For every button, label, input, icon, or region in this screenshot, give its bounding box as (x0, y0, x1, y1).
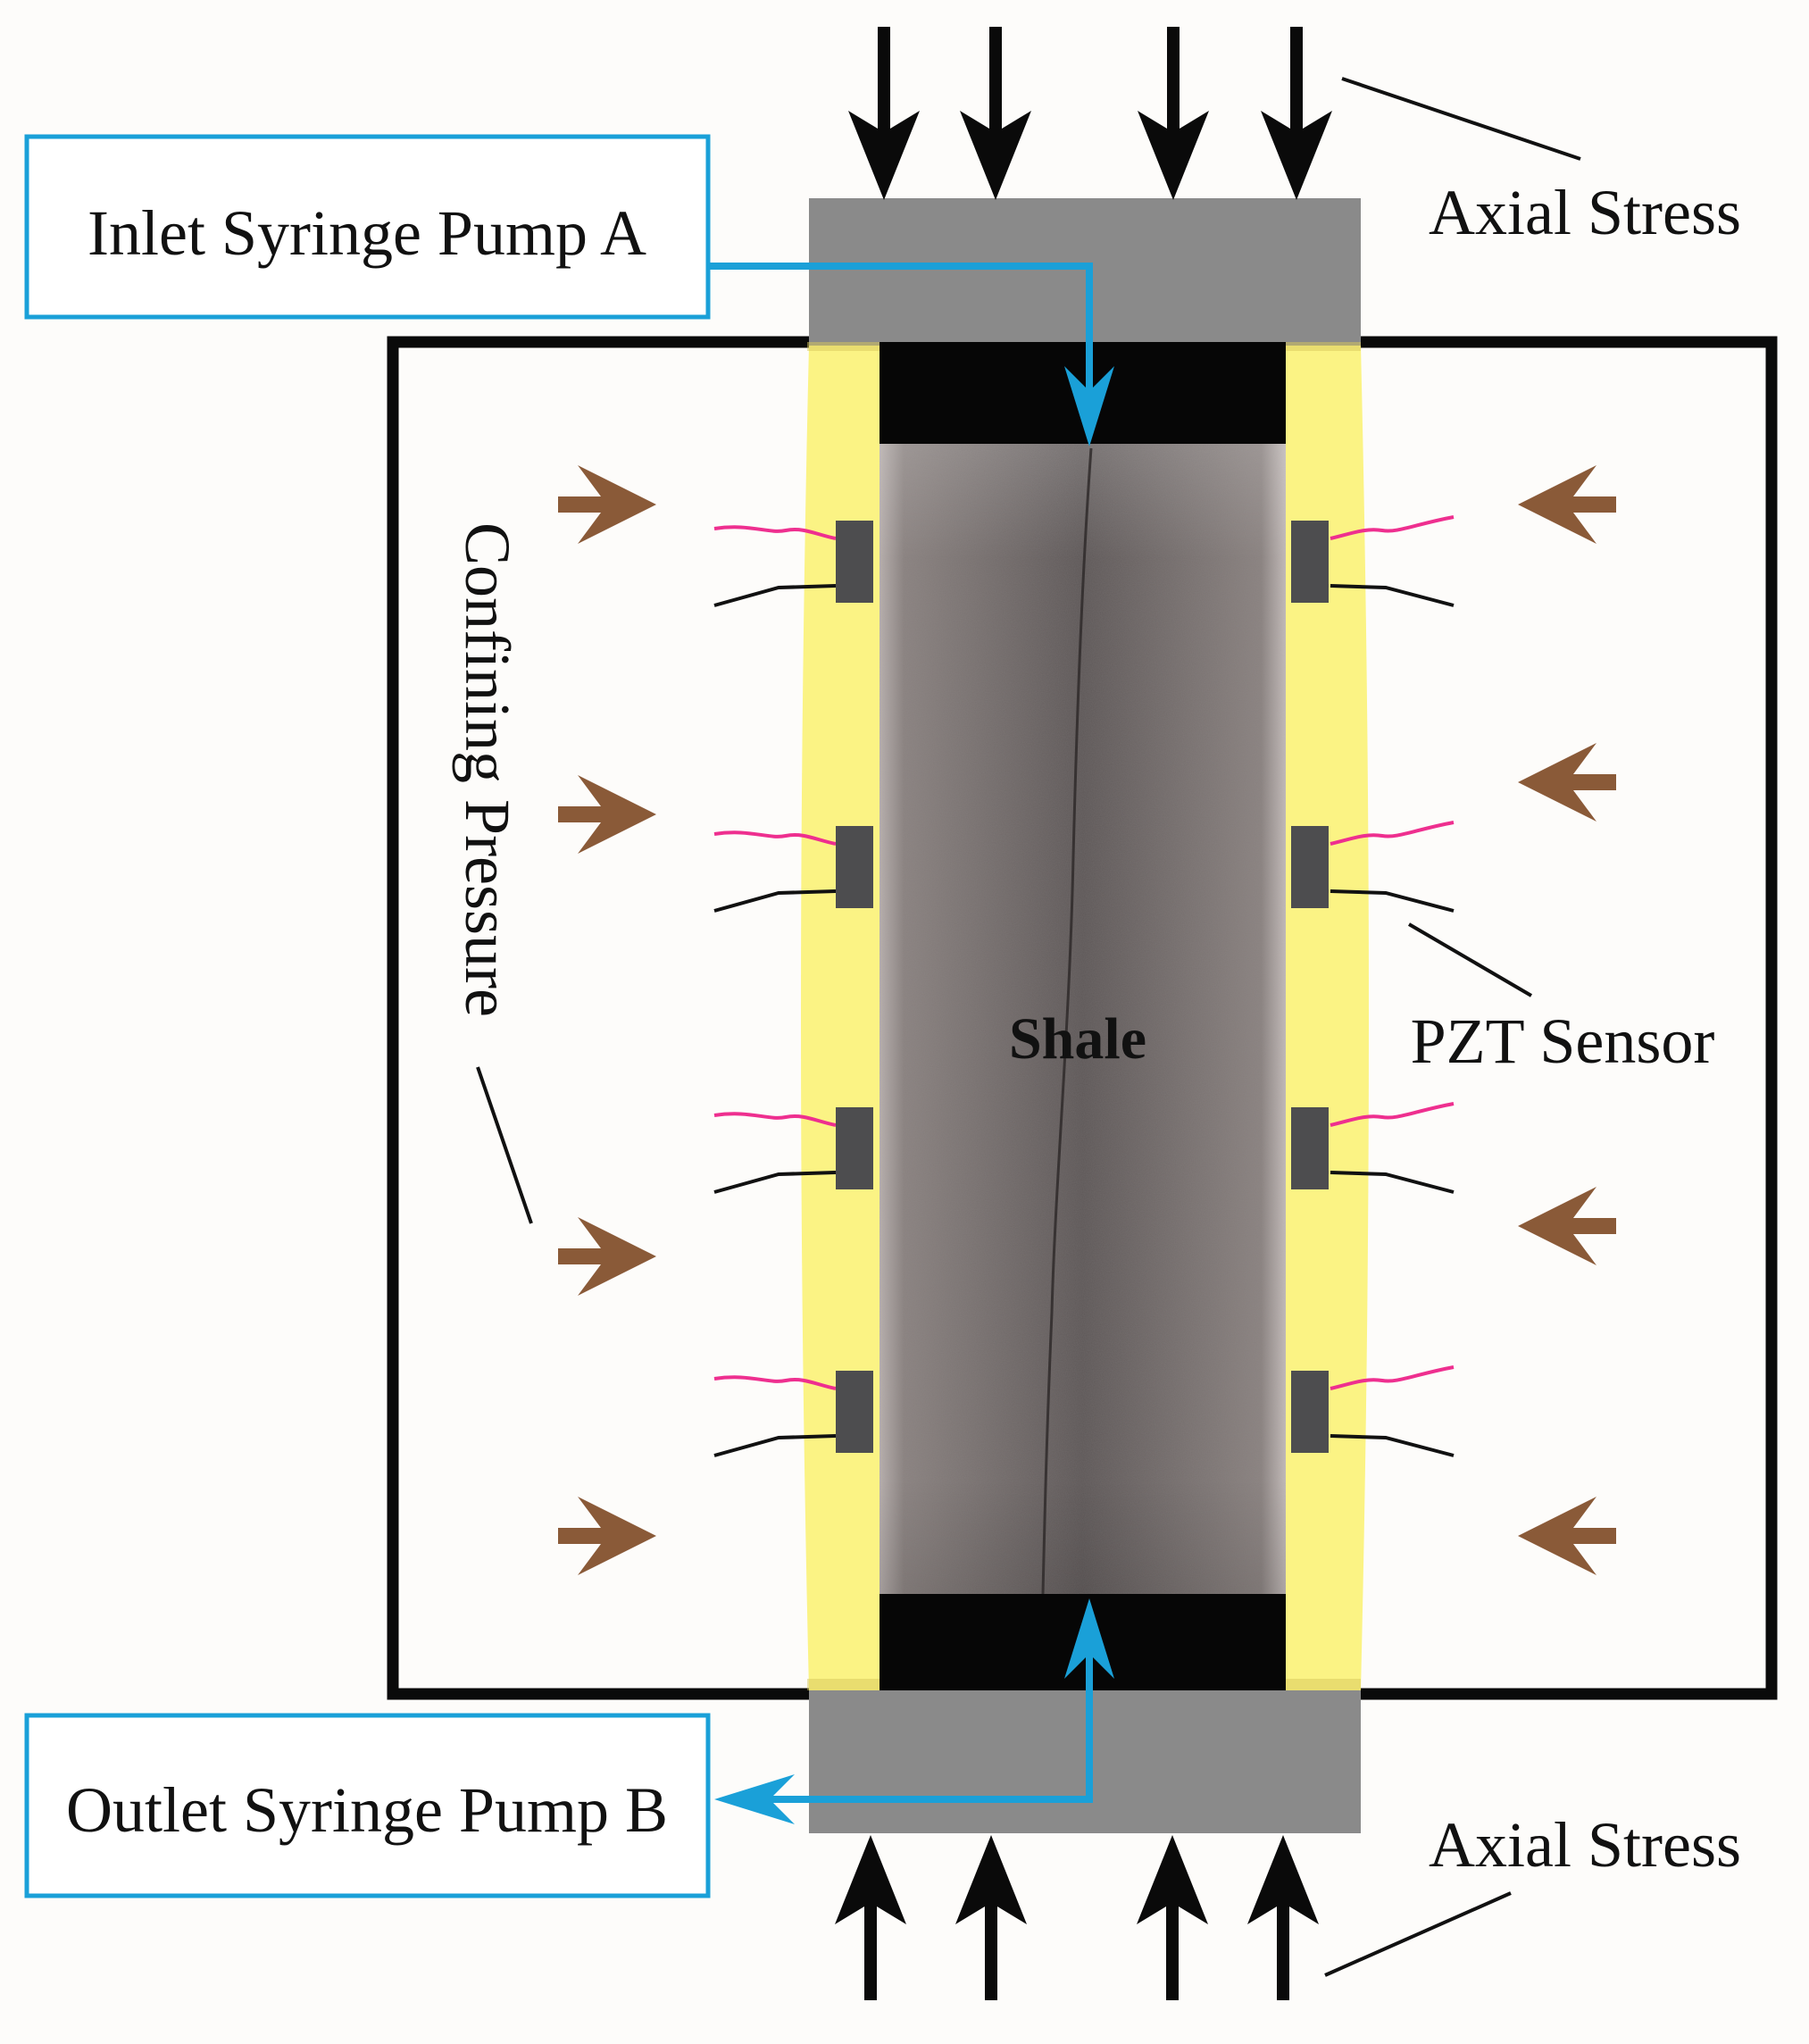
outlet-pump-box: Outlet Syringe Pump B (24, 1713, 711, 1898)
confining-pressure-leader (476, 1066, 533, 1224)
confining-pressure-arrows (558, 465, 1616, 1575)
axial-stress-bottom-label: Axial Stress (1429, 1809, 1741, 1881)
up-arrow-icon (835, 1835, 906, 2000)
pzt-sensor-left (836, 826, 873, 908)
inlet-flow-line (708, 263, 1114, 446)
bottom-platen (809, 1690, 1361, 1833)
pzt-sensor-left (836, 521, 873, 603)
pzt-sensor-right (1291, 826, 1329, 908)
up-arrow-icon (1247, 1835, 1319, 2000)
shale-core (879, 444, 1286, 1595)
sensor-wire-black (713, 889, 837, 913)
sleeve-band-bottom-right (1286, 1679, 1361, 1690)
sensor-wire-black (713, 1171, 837, 1194)
shale-label: Shale (1009, 1006, 1146, 1072)
inlet-pump-label: Inlet Syringe Pump A (88, 197, 646, 269)
pzt-sensor-right (1291, 1107, 1329, 1189)
pzt-sensor-left (836, 1107, 873, 1189)
sensor-wire-pink (1330, 821, 1455, 846)
pzt-sensor-right (1291, 521, 1329, 603)
right-arrow-icon (558, 465, 656, 544)
sleeve-band-top-right (1286, 342, 1361, 351)
axial-stress-bottom-leader (1324, 1891, 1512, 1977)
pzt-sensor-leader (1407, 922, 1533, 997)
axial-stress-top-label: Axial Stress (1429, 177, 1741, 248)
sensor-wire-black (713, 1434, 837, 1457)
sensor-wire-black (1330, 1171, 1455, 1194)
rubber-sleeve-right (1286, 346, 1369, 1690)
right-arrow-icon (558, 1497, 656, 1575)
down-arrow-icon (1261, 27, 1332, 200)
pzt-sensor-label: PZT Sensor (1411, 1005, 1715, 1077)
right-arrow-icon (558, 1217, 656, 1296)
sleeve-band-top-left (807, 342, 879, 351)
down-arrow-icon (1138, 27, 1209, 200)
sensor-wire-black (1330, 584, 1455, 607)
sensor-wire-pink (713, 1375, 837, 1390)
left-arrow-icon (1518, 743, 1616, 822)
pzt-sensor-left (836, 1371, 873, 1453)
sensor-wire-pink (713, 1112, 837, 1127)
axial-stress-arrows (835, 27, 1332, 2000)
outlet-flow-line (714, 1598, 1114, 1824)
inlet-flow-arrow-icon (1064, 366, 1114, 446)
inlet-pump-box: Inlet Syringe Pump A (24, 134, 711, 320)
right-arrow-icon (558, 775, 656, 854)
sensor-wire-pink (1330, 515, 1455, 540)
sleeve-band-bottom-left (807, 1679, 879, 1690)
outlet-flow-arrow-icon-up (1064, 1598, 1114, 1679)
sensor-wire-black (713, 584, 837, 607)
pzt-sensors (836, 521, 1329, 1453)
top-platen (809, 198, 1361, 346)
left-arrow-icon (1518, 1187, 1616, 1265)
down-arrow-icon (960, 27, 1031, 200)
sensor-wire-black (1330, 889, 1455, 913)
confining-pressure-label: Confining Pressure (452, 522, 523, 1017)
left-arrow-icon (1518, 1497, 1616, 1575)
outlet-flow-arrow-icon-left (714, 1774, 795, 1824)
rubber-sleeve-left (801, 346, 879, 1690)
sensor-wires (713, 515, 1455, 1457)
up-arrow-icon (955, 1835, 1027, 2000)
sensor-wire-pink (1330, 1365, 1455, 1390)
up-arrow-icon (1137, 1835, 1208, 2000)
pzt-sensor-right (1291, 1371, 1329, 1453)
sensor-wire-black (1330, 1434, 1455, 1457)
down-arrow-icon (848, 27, 920, 200)
sensor-wire-pink (713, 525, 837, 540)
shale-fracture-line (1041, 447, 1093, 1595)
outlet-pump-label: Outlet Syringe Pump B (66, 1774, 668, 1846)
axial-stress-top-leader (1341, 77, 1581, 161)
left-arrow-icon (1518, 465, 1616, 544)
sensor-wire-pink (1330, 1102, 1455, 1127)
sensor-wire-pink (713, 830, 837, 846)
